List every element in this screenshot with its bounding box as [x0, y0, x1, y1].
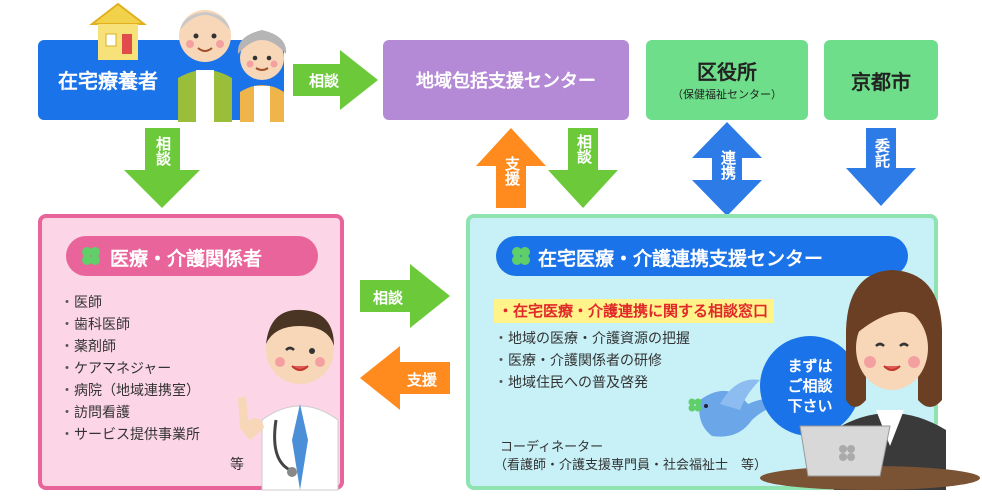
medical-care-title: 医療・介護関係者 [110, 248, 263, 270]
list-item: サービス提供事業所 [60, 424, 200, 446]
houkatsu-center-label: 地域包括支援センター [416, 71, 596, 92]
consult-right-label: 相談 [372, 289, 403, 307]
patient-box: 在宅療養者 [38, 40, 284, 120]
houkatsu-center-box: 地域包括支援センター [383, 40, 629, 120]
list-item: 医療・介護関係者の研修 [494, 350, 690, 372]
consultation-window-text: 在宅医療・介護連携に関する相談窓口 [513, 302, 769, 320]
list-item: 歯科医師 [60, 314, 200, 336]
etc-label: 等 [230, 457, 244, 473]
list-item: 病院（地域連携室） [60, 380, 200, 402]
consultation-window-highlight: ・在宅医療・介護連携に関する相談窓口 [494, 299, 775, 323]
kyoto-city-label: 京都市 [851, 69, 911, 94]
medical-care-list: 医師 歯科医師 薬剤師 ケアマネジャー 病院（地域連携室） 訪問看護 サービス提… [60, 292, 200, 446]
consult-bubble: まずは ご相談 下さい [760, 336, 860, 436]
support-center-title: 在宅医療・介護連携支援センター [538, 248, 824, 270]
list-item: 医師 [60, 292, 200, 314]
consult-down-label: 相談 [575, 134, 593, 164]
medical-care-title-pill: 医療・介護関係者 [66, 236, 318, 276]
ward-office-sublabel: （保健福祉センター） [672, 88, 782, 101]
ward-office-label: 区役所 [697, 60, 757, 84]
list-item: 訪問看護 [60, 402, 200, 424]
patient-label: 在宅療養者 [58, 69, 158, 93]
patient-consult-label: 相談 [154, 136, 172, 166]
coordinator-title: コーディネーター [500, 440, 604, 455]
renkei-label: 連携 [719, 150, 737, 180]
bubble-line-2: ご相談 [787, 377, 833, 395]
support-up-label: 支援 [503, 156, 521, 186]
consult-arrow-label-top: 相談 [308, 72, 339, 90]
support-center-title-pill: 在宅医療・介護連携支援センター [496, 236, 908, 276]
list-item: 地域住民への普及啓発 [494, 372, 690, 394]
bubble-line-1: まずは [787, 357, 833, 375]
list-item: ケアマネジャー [60, 358, 200, 380]
support-center-list: 地域の医療・介護資源の把握 医療・介護関係者の研修 地域住民への普及啓発 [494, 328, 690, 394]
bubble-line-3: 下さい [787, 397, 833, 415]
coordinator-detail: （看護師・介護支援専門員・社会福祉士 等） [494, 458, 768, 473]
support-left-label: 支援 [406, 371, 437, 389]
ward-office-box: 区役所 （保健福祉センター） [646, 40, 808, 120]
itaku-label: 委託 [873, 138, 891, 168]
list-item: 薬剤師 [60, 336, 200, 358]
clover-icon [510, 245, 532, 267]
kyoto-city-box: 京都市 [824, 40, 938, 120]
list-item: 地域の医療・介護資源の把握 [494, 328, 690, 350]
clover-icon [80, 245, 102, 267]
